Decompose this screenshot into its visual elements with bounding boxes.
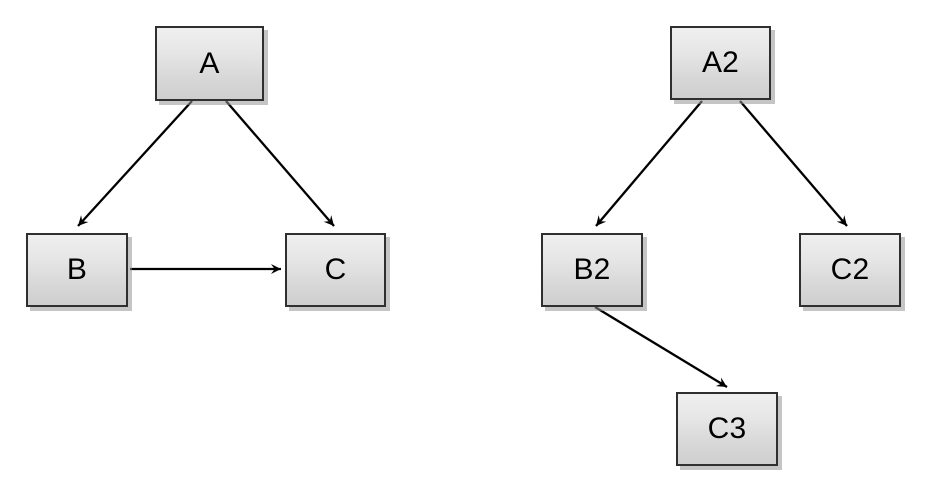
node-b[interactable]: B	[26, 233, 128, 307]
edge-b2-to-c3	[594, 306, 728, 388]
node-c2[interactable]: C2	[799, 233, 901, 307]
edge-a2-to-b2	[595, 100, 703, 227]
node-a2[interactable]: A2	[670, 26, 771, 100]
node-c3-label: C3	[707, 412, 747, 445]
node-a2-label: A2	[701, 46, 740, 79]
node-a-label: A	[199, 46, 220, 80]
node-c-label: C	[324, 253, 347, 286]
node-b-label: B	[66, 253, 88, 286]
node-b2-label: B2	[573, 253, 611, 286]
edge-a-to-b	[77, 100, 193, 227]
node-a[interactable]: A	[155, 26, 264, 101]
edge-a2-to-c2	[739, 100, 848, 227]
node-b2[interactable]: B2	[541, 233, 643, 307]
node-c[interactable]: C	[285, 233, 386, 307]
node-c2-label: C2	[830, 253, 870, 286]
edge-a-to-c	[225, 100, 335, 227]
node-c3[interactable]: C3	[676, 392, 778, 466]
